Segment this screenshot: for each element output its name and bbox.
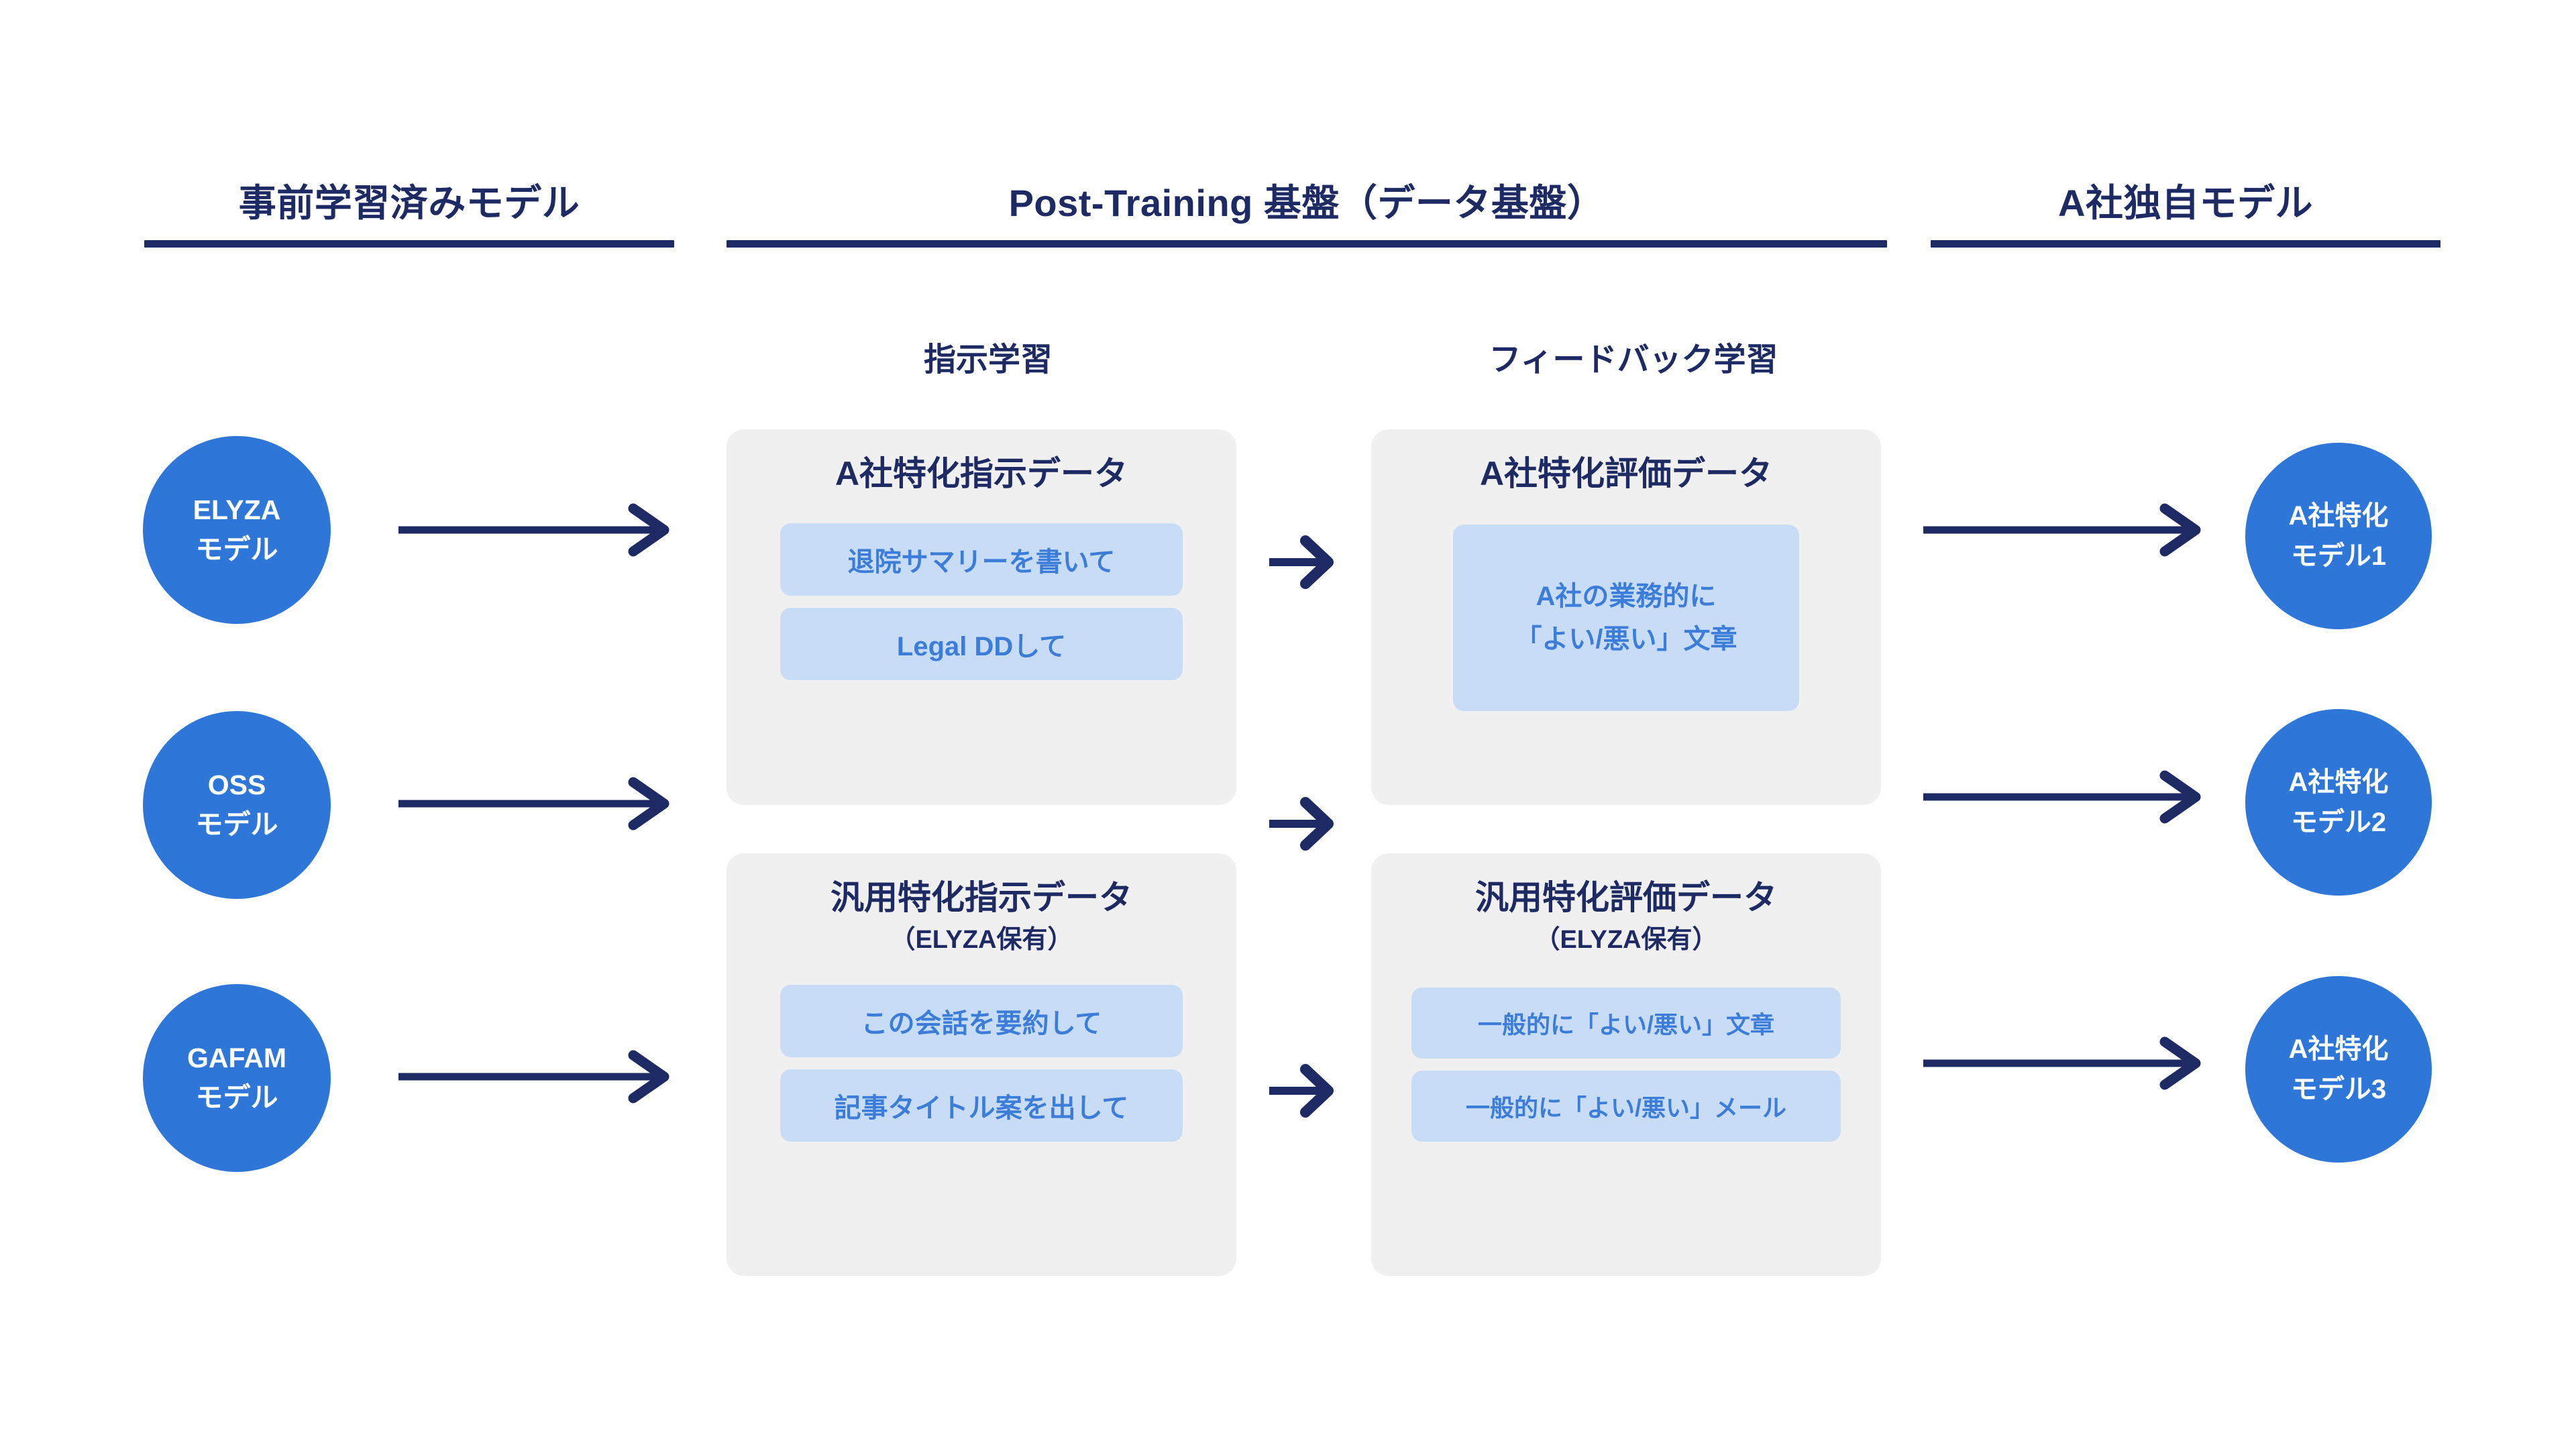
chip-eval-a-company-business[interactable]: A社の業務的に 「よい/悪い」文章	[1453, 525, 1799, 711]
source-model-oss-line1: OSS	[207, 769, 266, 800]
card-general-eval-data: 汎用特化評価データ （ELYZA保有） 一般的に「よい/悪い」文章 一般的に「よ…	[1371, 853, 1881, 1276]
card-general-instruction-chip-stack: この会話を要約して 記事タイトル案を出して	[780, 984, 1183, 1142]
arrow-to-model3-icon	[1919, 1036, 2208, 1090]
source-model-oss-line2: モデル	[195, 809, 278, 840]
chip-eval-general-text[interactable]: 一般的に「よい/悪い」文章	[1411, 987, 1841, 1059]
output-model-2-line2: モデル2	[2290, 808, 2387, 837]
column-header-pretrained-label: 事前学習済みモデル	[238, 182, 580, 224]
card-a-eval-chip-stack: A社の業務的に 「よい/悪い」文章	[1453, 525, 1799, 711]
chip-instruction-discharge-summary[interactable]: 退院サマリーを書いて	[780, 523, 1183, 596]
chip-instruction-summarize-conversation[interactable]: この会話を要約して	[780, 984, 1183, 1057]
arrow-gafam-to-instruction-icon	[394, 1050, 676, 1104]
arrow-instruction-to-feedback-icon	[1264, 792, 1338, 856]
output-model-1: A社特化 モデル1	[2245, 443, 2432, 629]
source-model-oss: OSS モデル	[143, 711, 331, 899]
arrow-to-model2-icon	[1919, 770, 2208, 824]
chip-instruction-legal-dd[interactable]: Legal DDして	[780, 608, 1183, 680]
card-a-eval-title: A社特化評価データ	[1479, 455, 1773, 492]
column-header-pretrained: 事前学習済みモデル	[144, 180, 674, 248]
column-header-custom-models-label: A社独自モデル	[2058, 182, 2313, 224]
column-header-pretrained-rule	[144, 240, 674, 248]
column-header-custom-models: A社独自モデル	[1931, 180, 2440, 248]
arrow-a-instruction-to-a-eval-icon	[1264, 530, 1338, 594]
arrow-elyza-to-instruction-icon	[394, 503, 676, 557]
chip-instruction-article-titles[interactable]: 記事タイトル案を出して	[780, 1069, 1183, 1142]
source-model-gafam-line1: GAFAM	[186, 1042, 287, 1073]
output-model-2: A社特化 モデル2	[2245, 709, 2432, 896]
output-model-1-line1: A社特化	[2288, 501, 2389, 531]
subheader-instruction-learning: 指示学習	[923, 342, 1053, 378]
chip-eval-a-company-business-line1: A社の業務的に	[1536, 582, 1717, 611]
source-model-gafam: GAFAM モデル	[143, 984, 331, 1172]
card-general-instruction-title: 汎用特化指示データ	[830, 879, 1132, 916]
subheader-feedback-learning: フィードバック学習	[1489, 342, 1778, 378]
column-header-post-training-rule	[727, 240, 1887, 248]
chip-eval-general-mail[interactable]: 一般的に「よい/悪い」メール	[1411, 1070, 1841, 1142]
source-model-elyza-line1: ELYZA	[193, 494, 281, 525]
arrow-general-instruction-to-general-eval-icon	[1264, 1059, 1338, 1123]
column-header-post-training: Post-Training 基盤（データ基盤）	[727, 180, 1887, 248]
source-model-gafam-line2: モデル	[195, 1082, 278, 1113]
arrow-to-model1-icon	[1919, 503, 2208, 557]
card-a-instruction-chip-stack: 退院サマリーを書いて Legal DDして	[780, 523, 1183, 680]
column-header-custom-models-rule	[1931, 240, 2440, 248]
arrow-oss-to-instruction-icon	[394, 777, 676, 830]
source-model-elyza-line2: モデル	[195, 534, 278, 565]
card-general-eval-title: 汎用特化評価データ	[1475, 879, 1777, 916]
card-general-eval-chip-stack: 一般的に「よい/悪い」文章 一般的に「よい/悪い」メール	[1411, 987, 1841, 1142]
output-model-3: A社特化 モデル3	[2245, 976, 2432, 1163]
output-model-1-line2: モデル1	[2290, 541, 2387, 571]
output-model-3-line2: モデル3	[2290, 1075, 2387, 1104]
card-a-eval-data: A社特化評価データ A社の業務的に 「よい/悪い」文章	[1371, 429, 1881, 805]
column-header-post-training-label: Post-Training 基盤（データ基盤）	[1008, 182, 1605, 224]
card-general-instruction-data: 汎用特化指示データ （ELYZA保有） この会話を要約して 記事タイトル案を出し…	[727, 853, 1236, 1276]
card-a-instruction-title: A社特化指示データ	[835, 455, 1128, 492]
chip-eval-a-company-business-line2: 「よい/悪い」文章	[1515, 625, 1737, 654]
output-model-2-line1: A社特化	[2288, 767, 2389, 797]
card-a-instruction-data: A社特化指示データ 退院サマリーを書いて Legal DDして	[727, 429, 1236, 805]
output-model-3-line1: A社特化	[2288, 1034, 2389, 1064]
card-general-instruction-subtitle: （ELYZA保有）	[890, 926, 1073, 954]
card-general-eval-subtitle: （ELYZA保有）	[1534, 926, 1718, 954]
source-model-elyza: ELYZA モデル	[143, 436, 331, 624]
